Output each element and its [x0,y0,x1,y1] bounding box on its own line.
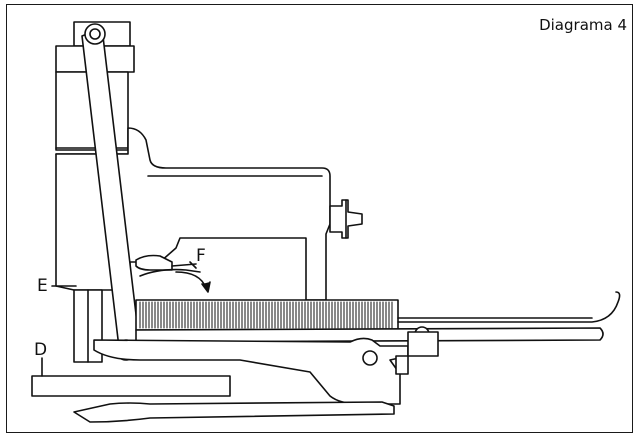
lower-arm [73,401,395,423]
staple-strip [135,299,399,331]
staple-teeth [139,301,393,329]
trigger [135,254,173,271]
callout-d: D [34,340,48,360]
base-pivot [362,350,378,366]
magazine-rail [135,327,604,343]
pusher-wire [397,291,621,323]
callout-line-f [171,263,197,267]
safety-lever [139,268,201,277]
direction-arrow [175,271,207,289]
diagram-title: Diagrama 4 [539,16,627,34]
workpiece-block [31,375,231,397]
callout-e: E [37,276,48,296]
callout-f: F [196,246,206,266]
